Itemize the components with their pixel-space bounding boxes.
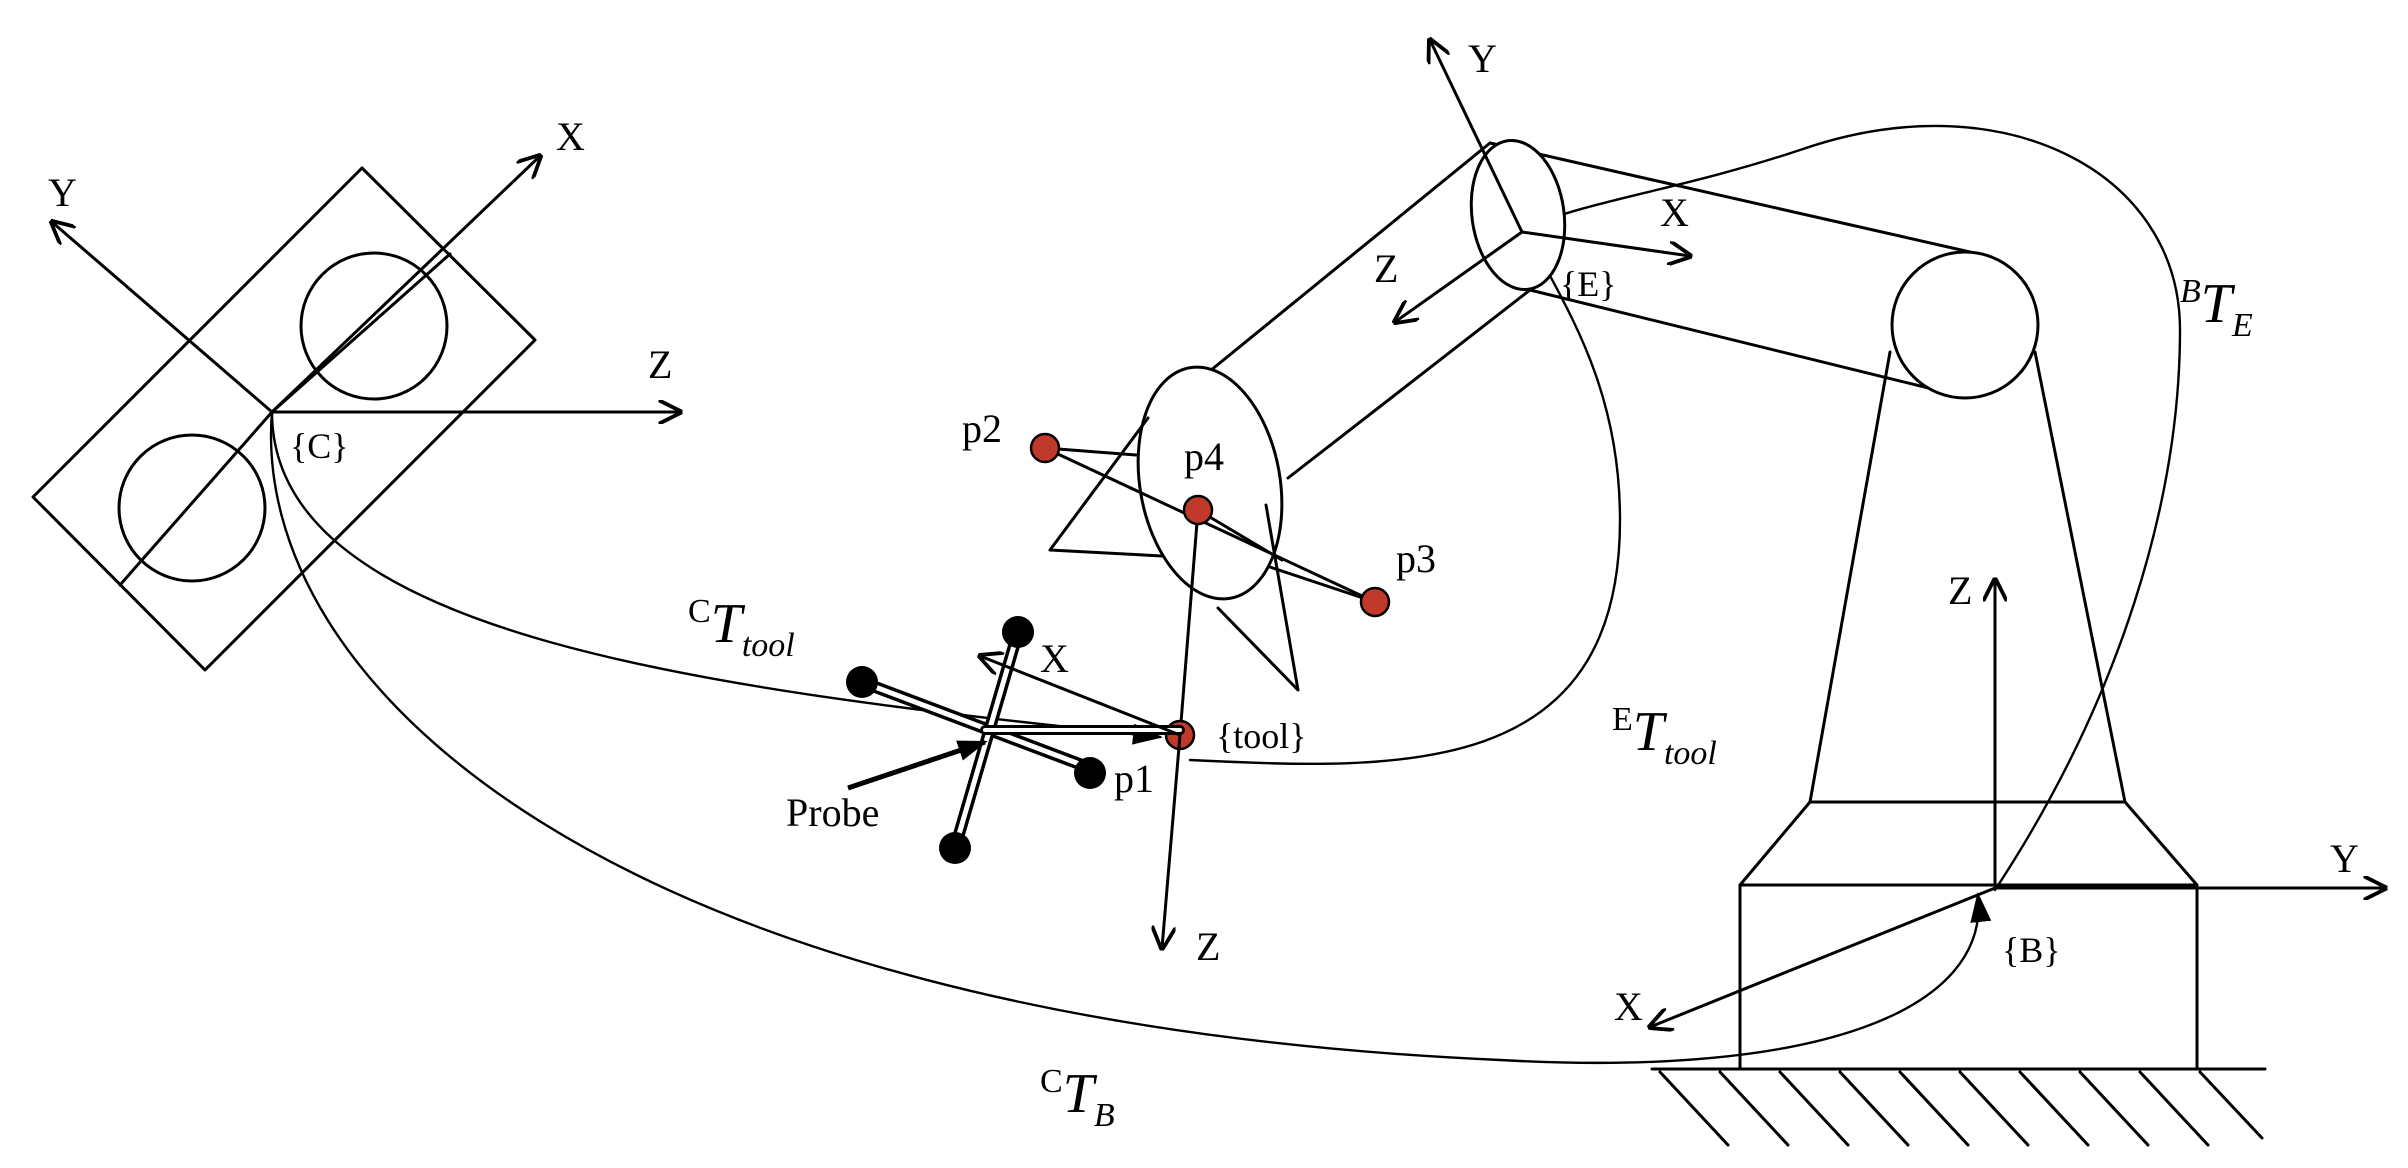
tool-x-label: X: [1040, 636, 1069, 681]
probe-shaft-a-inner: [859, 679, 1093, 771]
tool-flange: [1136, 365, 1284, 601]
marker-p3: [1359, 586, 1391, 618]
probe-marker-4: [1074, 757, 1106, 789]
probe-marker-3: [939, 832, 971, 864]
tool-link-p4-right: [1196, 508, 1284, 562]
tool-link-p3: [1268, 565, 1377, 604]
end-effector-x-axis: [1520, 230, 1690, 256]
end-effector-z-label: Z: [1374, 246, 1398, 291]
transform-labels: CTtool ETtool BTE CTB: [688, 273, 2253, 1134]
base-z-label: Z: [1948, 568, 1972, 613]
probe-marker-2: [1002, 616, 1034, 648]
curve-camera-to-tool: [270, 410, 1163, 745]
transform-label-end-tool: ETtool: [1612, 701, 1717, 772]
arm-upper-link-bottom: [1528, 288, 1967, 399]
ground-hatching: [1658, 1070, 2264, 1147]
probe-pointer-arrow: [847, 739, 988, 791]
point-label-p3: p3: [1396, 536, 1436, 581]
probe-marker-1: [846, 666, 878, 698]
base-x-axis: [1650, 886, 1997, 1027]
base-box: [1738, 883, 2199, 1071]
robot-base: [1650, 800, 2267, 1147]
arm-upper-link-top: [1488, 141, 1972, 254]
end-effector-x-label: X: [1660, 190, 1689, 235]
base-y-label: Y: [2330, 836, 2359, 881]
curve-camera-to-base: [269, 410, 1992, 1065]
tool-link-p4-p1: [1178, 508, 1200, 737]
curve-end-to-tool: [1188, 226, 1622, 766]
point-label-p2: p2: [962, 406, 1002, 451]
base-axes: Z Y X {B}: [1614, 568, 2385, 1029]
arm-forearm-bottom: [1286, 288, 1532, 480]
camera-lens-bottom: [117, 433, 267, 583]
base-top-trapezoid: [1738, 800, 2199, 887]
camera-z-label: Z: [648, 342, 672, 387]
end-effector-z-axis: [1395, 230, 1524, 322]
transform-label-base-end: BTE: [2180, 273, 2253, 344]
tool-z-axis: [1162, 733, 1182, 948]
transform-label-camera-tool: CTtool: [688, 593, 795, 664]
probe-label: Probe: [786, 790, 879, 835]
marker-p2: [1029, 432, 1061, 464]
arm-lower-link-left: [1808, 350, 1892, 804]
camera: X Y Z {C}: [31, 114, 680, 672]
curve-base-to-end: [1523, 124, 2182, 892]
camera-body: [31, 166, 537, 672]
camera-y-axis: [52, 222, 274, 414]
base-frame-label: {B}: [2002, 930, 2061, 970]
camera-lens-top: [299, 251, 449, 401]
marker-p4: [1182, 494, 1214, 526]
camera-divider-2: [118, 410, 274, 587]
end-effector-frame-label: {E}: [1560, 264, 1617, 304]
tool-z-label: Z: [1196, 924, 1220, 969]
tool-fin-right: [1216, 503, 1300, 692]
tool-gripper: p2 p4 p3 Z {tool}: [962, 365, 1436, 969]
end-effector-y-label: Y: [1468, 36, 1497, 81]
tool-fin-left: [1048, 416, 1164, 558]
camera-y-label: Y: [48, 170, 77, 215]
probe: p1 X Probe: [786, 616, 1185, 864]
point-label-p4: p4: [1184, 434, 1224, 479]
point-label-p1: p1: [1114, 756, 1154, 801]
tool-link-p2-p3: [1043, 446, 1377, 604]
base-x-label: X: [1614, 984, 1643, 1029]
camera-x-label: X: [556, 114, 585, 159]
tool-frame-label: {tool}: [1216, 716, 1307, 756]
robot-arm: Y X Z {E}: [1203, 36, 2127, 804]
camera-frame-label: {C}: [290, 426, 349, 466]
camera-x-axis: [270, 156, 540, 414]
end-effector-y-axis: [1430, 40, 1524, 234]
elbow-joint: [1890, 250, 2040, 400]
arm-lower-link-right: [2033, 350, 2127, 804]
transform-label-camera-base: CTB: [1040, 1063, 1115, 1134]
tool-x-axis: [980, 656, 1182, 737]
arm-forearm-top: [1203, 141, 1492, 377]
